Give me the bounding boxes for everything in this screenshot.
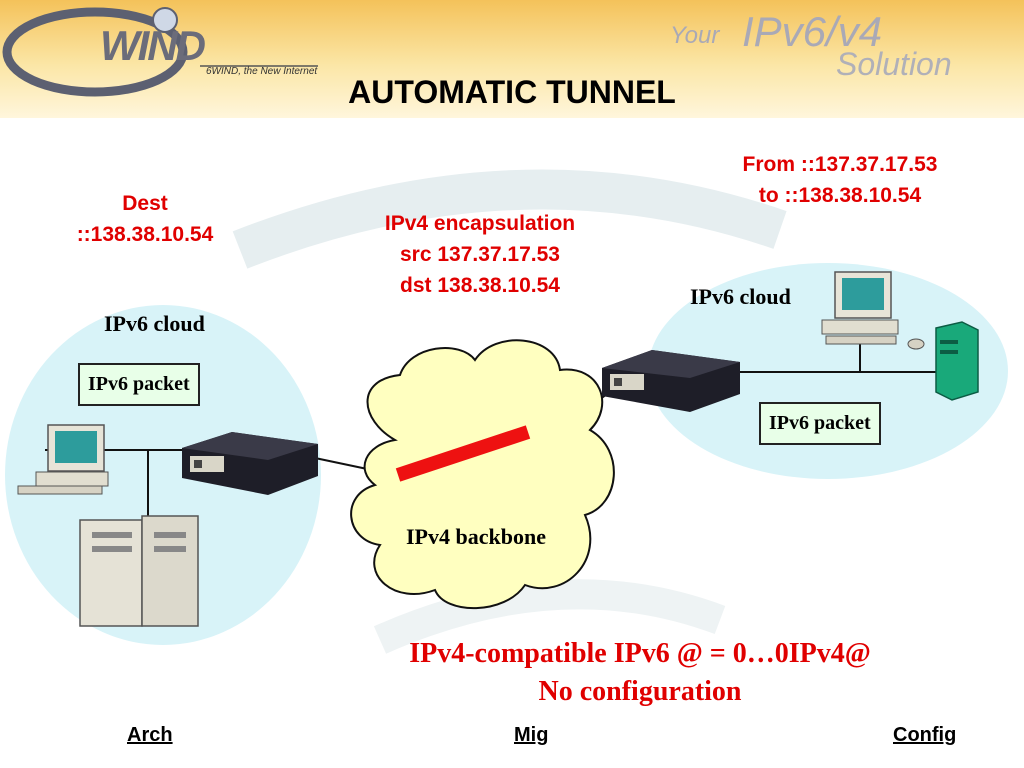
server-icon[interactable]	[935, 321, 979, 401]
encap-title: IPv4 encapsulation	[384, 212, 576, 235]
encap-dst: dst 138.38.10.54	[400, 274, 560, 297]
computer-icon[interactable]	[821, 271, 925, 350]
background-swirl	[232, 169, 787, 269]
left-backbone-link	[314, 457, 373, 471]
tagline-solution: Solution	[836, 46, 952, 82]
ipv4-backbone-cloud	[350, 339, 615, 610]
left-packet-box: IPv6 packet	[78, 363, 200, 406]
to-address: to ::138.38.10.54	[758, 184, 922, 207]
config-link[interactable]: Config	[893, 724, 957, 746]
right-packet-box: IPv6 packet	[759, 402, 881, 445]
arch-link[interactable]: Arch	[127, 724, 173, 746]
mig-link[interactable]: Mig	[514, 724, 549, 746]
compatible-address-note: IPv4-compatible IPv6 @ = 0…0IPv4@	[409, 638, 871, 669]
tagline-ipv: IPv6/v4	[742, 8, 883, 55]
network-diagram	[5, 169, 1008, 654]
from-address: From ::137.37.17.53	[742, 153, 938, 176]
tunnel-bar-icon	[395, 425, 531, 482]
computer-icon[interactable]	[17, 424, 109, 495]
no-configuration-note: No configuration	[538, 676, 742, 707]
page-title: AUTOMATIC TUNNEL	[348, 74, 676, 110]
right-cloud-label: IPv6 cloud	[690, 284, 791, 309]
logo-text: WIND	[100, 22, 206, 69]
encapsulation-annotation: IPv4 encapsulation src 137.37.17.53 dst …	[330, 208, 630, 301]
tagline-your: Your	[670, 22, 720, 49]
dest-annotation: Dest ::138.38.10.54	[40, 188, 250, 250]
router-icon[interactable]	[182, 432, 318, 495]
dest-label: Dest	[122, 192, 168, 215]
router-icon[interactable]	[602, 350, 740, 412]
from-to-annotation: From ::137.37.17.53 to ::138.38.10.54	[690, 149, 990, 211]
encap-src: src 137.37.17.53	[400, 243, 560, 266]
left-cloud-label: IPv6 cloud	[104, 311, 205, 336]
backbone-label: IPv4 backbone	[406, 524, 546, 549]
logo-tagline: 6WIND, the New Internet	[206, 66, 318, 77]
dest-address: ::138.38.10.54	[76, 223, 214, 246]
wind-logo-icon	[2, 7, 318, 97]
server-icon[interactable]	[79, 515, 199, 627]
background-swirl	[373, 579, 726, 654]
